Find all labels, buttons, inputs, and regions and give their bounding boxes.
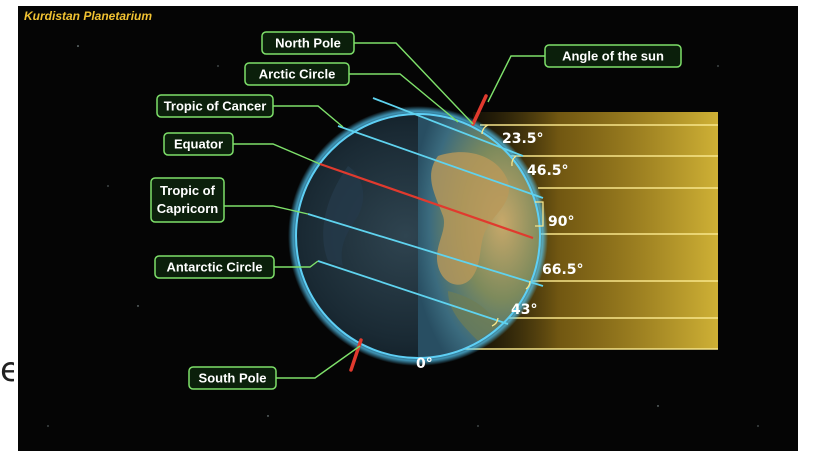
angle-66-5: 66.5° bbox=[542, 262, 584, 278]
equator-line bbox=[319, 162, 534, 240]
angle-43: 43° bbox=[511, 302, 537, 318]
south-axis-marker bbox=[349, 338, 363, 372]
tropic-capricorn-line bbox=[307, 213, 544, 287]
svg-text:Capricorn: Capricorn bbox=[157, 201, 218, 216]
svg-text:Antarctic Circle: Antarctic Circle bbox=[166, 260, 262, 275]
angle-0: 0° bbox=[416, 356, 433, 372]
label-arctic-circle: Arctic Circle bbox=[244, 62, 350, 86]
latitude-lines bbox=[307, 97, 544, 325]
svg-text:Tropic of Cancer: Tropic of Cancer bbox=[164, 99, 267, 114]
label-tropic-of-capricorn: Tropic of Capricorn bbox=[150, 177, 225, 223]
leader-lines bbox=[224, 42, 545, 379]
label-south-pole: South Pole bbox=[188, 366, 277, 390]
video-frame: North Pole Arctic Circle Tropic of Cance… bbox=[18, 6, 798, 451]
label-angle-of-sun: Angle of the sun bbox=[544, 44, 682, 68]
brand-watermark: Kurdistan Planetarium bbox=[24, 9, 152, 23]
earth-diagram: North Pole Arctic Circle Tropic of Cance… bbox=[24, 9, 759, 427]
label-antarctic-circle: Antarctic Circle bbox=[154, 255, 275, 279]
angle-arcs bbox=[481, 124, 544, 327]
angle-23-5: 23.5° bbox=[502, 131, 544, 147]
arctic-line bbox=[372, 97, 524, 157]
label-north-pole: North Pole bbox=[261, 31, 355, 55]
svg-text:Arctic Circle: Arctic Circle bbox=[259, 67, 336, 82]
label-tropic-of-cancer: Tropic of Cancer bbox=[156, 94, 274, 118]
cut-off-letter: e bbox=[0, 350, 14, 390]
antarctic-line bbox=[317, 260, 509, 325]
svg-text:South Pole: South Pole bbox=[199, 371, 267, 386]
svg-text:Angle of the sun: Angle of the sun bbox=[562, 49, 664, 64]
svg-text:North Pole: North Pole bbox=[275, 36, 341, 51]
svg-text:Tropic of: Tropic of bbox=[160, 183, 216, 198]
tropic-cancer-line bbox=[337, 125, 544, 199]
label-equator: Equator bbox=[163, 132, 234, 156]
north-axis-marker bbox=[471, 94, 488, 126]
angle-90: 90° bbox=[548, 214, 574, 230]
angle-46-5: 46.5° bbox=[527, 163, 569, 179]
svg-text:Equator: Equator bbox=[174, 137, 223, 152]
